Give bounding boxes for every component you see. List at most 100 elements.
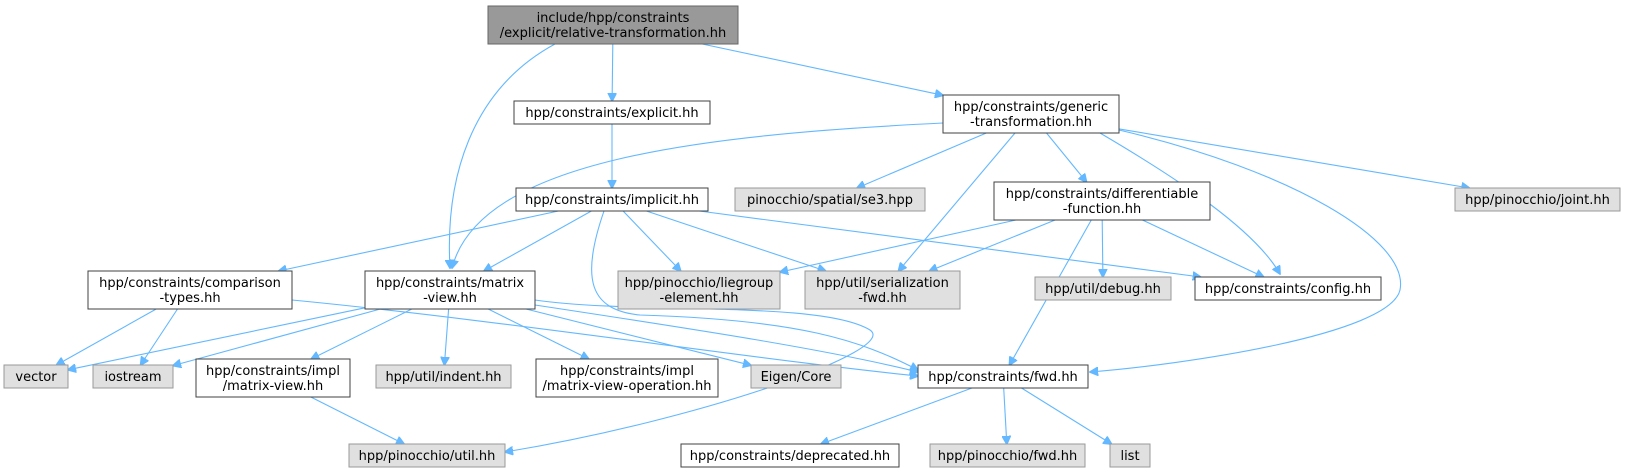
node-label-line: hpp/util/serialization — [816, 276, 949, 291]
edge-line — [857, 132, 987, 188]
node-deprecated[interactable]: hpp/constraints/deprecated.hh — [680, 443, 900, 468]
node-box — [680, 443, 900, 468]
node-label-line: pinocchio/spatial/se3.hpp — [747, 193, 913, 208]
node-box — [929, 443, 1086, 468]
node-list[interactable]: list — [1109, 443, 1151, 468]
node-pinfwd[interactable]: hpp/pinocchio/fwd.hh — [929, 443, 1086, 468]
edge-matrixview-to-eigen — [525, 308, 751, 365]
edge-line — [1090, 129, 1402, 372]
edge-generic-to-fwd — [1090, 129, 1402, 372]
edge-line — [612, 43, 613, 101]
node-label-line: /explicit/relative-transformation.hh — [500, 26, 727, 41]
edge-comparison-to-vector — [57, 308, 157, 365]
edge-line — [1099, 132, 1280, 274]
node-label-line: vector — [15, 370, 57, 385]
node-box — [734, 187, 926, 212]
edge-line — [525, 308, 751, 365]
node-label-line: -element.hh — [660, 291, 739, 306]
node-vector[interactable]: vector — [3, 364, 69, 389]
edge-fwd-to-deprecated — [821, 387, 973, 444]
edge-line — [699, 210, 1200, 277]
node-indent[interactable]: hpp/util/indent.hh — [375, 364, 512, 389]
edge-difffunc-to-liegroup — [780, 219, 1017, 272]
node-box — [195, 358, 351, 398]
edge-generic-to-se3 — [857, 132, 987, 188]
node-serialization[interactable]: hpp/util/serialization-fwd.hh — [804, 270, 961, 310]
node-box — [617, 270, 781, 310]
edge-line — [1118, 128, 1469, 188]
edge-generic-to-config — [1099, 132, 1280, 274]
node-impl_mv[interactable]: hpp/constraints/impl/matrix-view.hh — [195, 358, 351, 398]
node-generic[interactable]: hpp/constraints/generic-transformation.h… — [942, 94, 1120, 134]
edge-line — [646, 210, 825, 271]
node-label-line: hpp/pinocchio/fwd.hh — [938, 449, 1078, 464]
edge-root-to-explicit — [612, 43, 613, 101]
node-pinutil[interactable]: hpp/pinocchio/util.hh — [348, 443, 506, 468]
node-fwd[interactable]: hpp/constraints/fwd.hh — [917, 364, 1089, 389]
node-box — [535, 358, 719, 398]
edge-line — [780, 219, 1017, 272]
node-label-line: /matrix-view.hh — [223, 379, 323, 394]
node-label-line: hpp/constraints/fwd.hh — [928, 370, 1078, 385]
edge-line — [452, 122, 944, 268]
edge-line — [449, 43, 556, 268]
edge-line — [622, 210, 681, 271]
node-label-line: hpp/constraints/impl — [560, 364, 694, 379]
nodes-layer: include/hpp/constraints/explicit/relativ… — [3, 5, 1621, 468]
node-se3[interactable]: pinocchio/spatial/se3.hpp — [734, 187, 926, 212]
edge-root-to-matrixview — [449, 43, 556, 268]
node-eigen[interactable]: Eigen/Core — [750, 364, 842, 389]
node-box — [1454, 187, 1621, 212]
edge-line — [311, 308, 413, 359]
node-matrixview[interactable]: hpp/constraints/matrix-view.hh — [364, 270, 536, 310]
edge-comparison-to-iostream — [141, 308, 178, 365]
node-box — [917, 364, 1089, 389]
edge-fwd-to-list — [1021, 387, 1112, 444]
edge-implicit-to-config — [699, 210, 1200, 277]
node-debug[interactable]: hpp/util/debug.hh — [1034, 276, 1172, 301]
node-joint[interactable]: hpp/pinocchio/joint.hh — [1454, 187, 1621, 212]
node-label-line: include/hpp/constraints — [537, 11, 690, 26]
node-comparison[interactable]: hpp/constraints/comparison-types.hh — [87, 270, 293, 310]
node-implicit[interactable]: hpp/constraints/implicit.hh — [515, 187, 709, 212]
node-label-line: hpp/constraints/deprecated.hh — [690, 449, 890, 464]
edge-generic-to-matrixview — [452, 122, 944, 268]
node-box — [1034, 276, 1172, 301]
edge-line — [487, 308, 589, 359]
node-config[interactable]: hpp/constraints/config.hh — [1194, 276, 1382, 301]
edge-line — [534, 304, 918, 372]
node-label-line: -transformation.hh — [970, 115, 1092, 130]
node-label-line: -function.hh — [1063, 202, 1141, 217]
node-box — [750, 364, 842, 389]
node-box — [942, 94, 1120, 134]
node-box — [3, 364, 69, 389]
node-box — [375, 364, 512, 389]
node-liegroup[interactable]: hpp/pinocchio/liegroup-element.hh — [617, 270, 781, 310]
node-impl_mvo[interactable]: hpp/constraints/impl/matrix-view-operati… — [535, 358, 719, 398]
edge-line — [310, 396, 404, 444]
node-label-line: hpp/util/debug.hh — [1045, 282, 1161, 297]
node-label-line: hpp/pinocchio/util.hh — [359, 449, 496, 464]
edge-difffunc-to-debug — [1102, 219, 1103, 277]
edge-line — [141, 308, 178, 365]
node-label-line: list — [1120, 449, 1139, 464]
node-explicit[interactable]: hpp/constraints/explicit.hh — [513, 100, 711, 125]
edge-difffunc-to-config — [1142, 219, 1263, 277]
edge-root-to-generic — [702, 43, 943, 95]
edge-impl_mv-to-pinutil — [310, 396, 404, 444]
node-label-line: hpp/constraints/comparison — [99, 276, 281, 291]
node-box — [515, 187, 709, 212]
node-iostream[interactable]: iostream — [92, 364, 174, 389]
edge-comparison-to-fwd — [291, 299, 918, 376]
node-label-line: Eigen/Core — [761, 370, 832, 385]
edge-generic-to-serialization — [899, 132, 1016, 271]
node-root: include/hpp/constraints/explicit/relativ… — [487, 5, 739, 45]
node-label-line: hpp/util/indent.hh — [385, 370, 501, 385]
edge-implicit-to-fwd — [591, 210, 918, 370]
edge-implicit-to-matrixview — [484, 210, 592, 271]
edge-line — [1021, 387, 1112, 444]
node-label-line: hpp/pinocchio/liegroup — [625, 276, 774, 291]
node-box — [1109, 443, 1151, 468]
edge-implicit-to-serialization — [646, 210, 825, 271]
node-difffunc[interactable]: hpp/constraints/differentiable-function.… — [993, 181, 1211, 221]
